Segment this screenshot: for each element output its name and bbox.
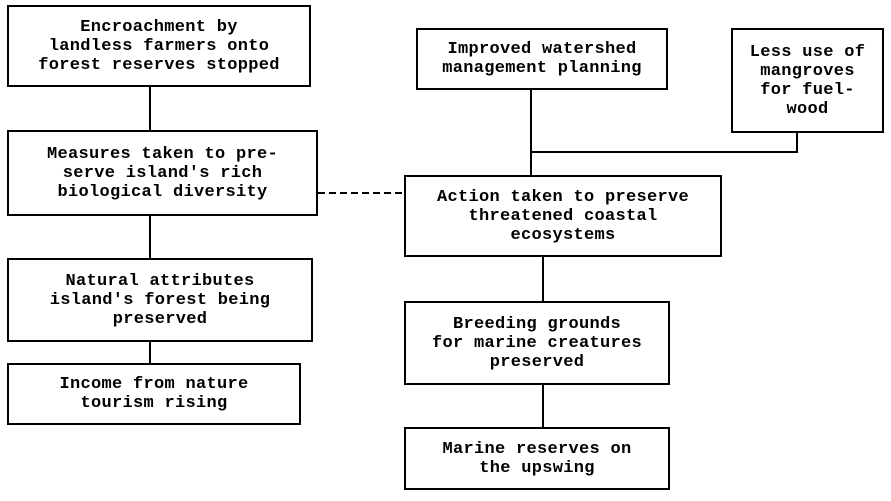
box-breeding-grounds: Breeding grounds for marine creatures pr… — [404, 301, 670, 385]
box-coastal-action-label: Action taken to preserve threatened coas… — [436, 187, 690, 245]
box-natural-attributes-label: Natural attributes island's forest being… — [49, 271, 271, 329]
box-marine-reserves: Marine reserves on the upswing — [404, 427, 670, 490]
box-mangroves-fuelwood: Less use of mangroves for fuel- wood — [731, 28, 884, 133]
box-natural-attributes: Natural attributes island's forest being… — [7, 258, 313, 342]
box-biodiversity-measures: Measures taken to pre- serve island's ri… — [7, 130, 318, 216]
box-marine-reserves-label: Marine reserves on the upswing — [442, 439, 632, 478]
box-mangroves-fuelwood-label: Less use of mangroves for fuel- wood — [749, 42, 866, 119]
box-encroachment-stopped: Encroachment by landless farmers onto fo… — [7, 5, 311, 87]
box-watershed-planning: Improved watershed management planning — [416, 28, 668, 90]
box-nature-tourism: Income from nature tourism rising — [7, 363, 301, 425]
box-breeding-grounds-label: Breeding grounds for marine creatures pr… — [431, 314, 643, 372]
box-nature-tourism-label: Income from nature tourism rising — [59, 375, 249, 413]
box-encroachment-stopped-label: Encroachment by landless farmers onto fo… — [38, 17, 280, 75]
box-coastal-action: Action taken to preserve threatened coas… — [404, 175, 722, 257]
box-watershed-planning-label: Improved watershed management planning — [442, 40, 642, 78]
connector-mangroves-to-coastal-action — [531, 133, 798, 153]
box-biodiversity-measures-label: Measures taken to pre- serve island's ri… — [46, 144, 279, 202]
